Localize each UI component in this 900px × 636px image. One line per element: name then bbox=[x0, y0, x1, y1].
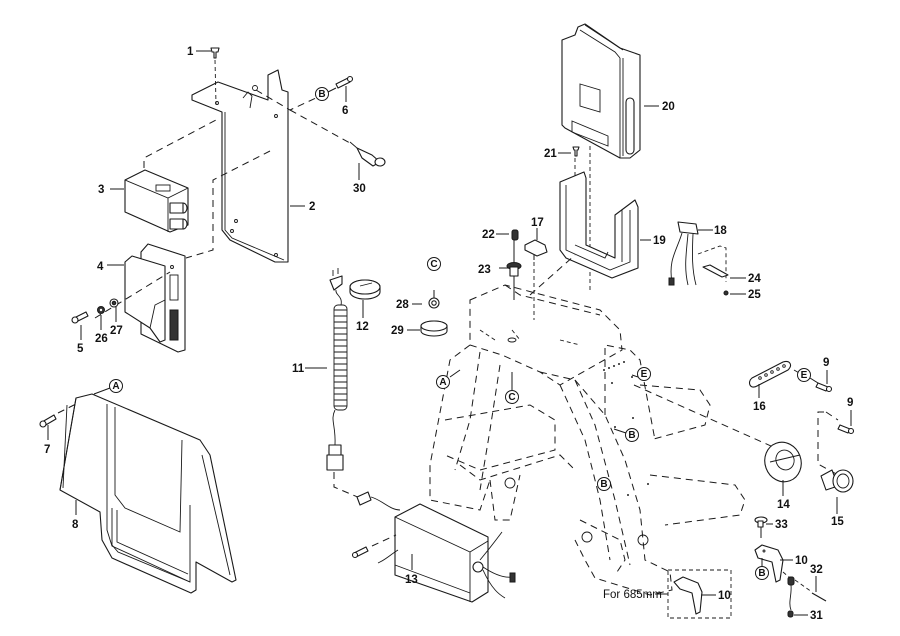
part-12-cap bbox=[349, 279, 381, 300]
part-9-screw-upper bbox=[815, 382, 833, 393]
label-part-6: 6 bbox=[342, 105, 348, 117]
label-part-22: 22 bbox=[482, 229, 495, 241]
part-1-screw bbox=[210, 47, 220, 105]
label-part-33: 33 bbox=[775, 519, 788, 531]
part-32-pin bbox=[811, 592, 827, 602]
callout-c-eyebolt: C bbox=[427, 257, 441, 271]
label-part-13: 13 bbox=[405, 574, 418, 586]
label-part-10-variant: 10 bbox=[718, 590, 731, 602]
svg-text:B: B bbox=[758, 568, 765, 579]
label-part-8: 8 bbox=[72, 519, 79, 531]
callout-b-bracket: B bbox=[755, 558, 769, 580]
callout-a-cover: A bbox=[93, 379, 123, 395]
part-7-screw bbox=[39, 414, 57, 428]
label-part-32: 32 bbox=[810, 564, 823, 576]
label-part-25: 25 bbox=[748, 289, 761, 301]
label-part-19: 19 bbox=[653, 235, 666, 247]
part-6-screw bbox=[335, 75, 354, 89]
part-19-cradle bbox=[559, 171, 639, 279]
label-part-5: 5 bbox=[77, 343, 84, 355]
svg-text:B: B bbox=[318, 89, 325, 100]
svg-text:B: B bbox=[628, 430, 635, 441]
leader-lines bbox=[47, 50, 852, 616]
label-part-12: 12 bbox=[356, 321, 369, 333]
part-24-plate bbox=[702, 264, 729, 278]
label-part-29: 29 bbox=[391, 325, 404, 337]
frame-hole-pattern bbox=[603, 361, 649, 496]
reference-callouts: B A A C C E E bbox=[93, 87, 819, 580]
label-part-11: 11 bbox=[292, 363, 305, 375]
label-part-30: 30 bbox=[353, 183, 366, 195]
part-23-bushing bbox=[506, 262, 522, 277]
variant-note-685mm: For 685mm bbox=[603, 589, 662, 601]
callout-b-frame-upper: B bbox=[613, 428, 639, 442]
callout-e-plate: E bbox=[793, 368, 819, 384]
label-part-27: 27 bbox=[110, 325, 123, 337]
part-31-sensor-cable bbox=[782, 571, 795, 618]
part-28-eyebolt bbox=[428, 290, 440, 309]
main-frame-outline bbox=[429, 284, 746, 596]
label-part-7: 7 bbox=[44, 444, 50, 456]
label-part-17: 17 bbox=[531, 217, 544, 229]
label-part-31: 31 bbox=[810, 610, 823, 622]
part-5-screw bbox=[71, 311, 89, 324]
label-part-15: 15 bbox=[831, 516, 844, 528]
part-30-sensor bbox=[349, 141, 386, 167]
label-part-16: 16 bbox=[753, 401, 766, 413]
part-8-side-cover bbox=[59, 393, 237, 594]
label-part-20: 20 bbox=[662, 101, 675, 113]
part-9-screw-lower bbox=[837, 424, 855, 435]
svg-text:C: C bbox=[430, 259, 437, 270]
svg-text:B: B bbox=[600, 479, 607, 490]
part-4-handle-unit bbox=[124, 243, 186, 353]
label-part-2: 2 bbox=[309, 201, 315, 213]
part-11-coiled-cord bbox=[326, 268, 348, 471]
part-2-bracket-plate bbox=[191, 69, 289, 263]
part-16-plate bbox=[748, 361, 792, 388]
callout-b-frame-lower: B bbox=[597, 477, 611, 491]
part-18-harness bbox=[668, 221, 699, 286]
label-part-10-main: 10 bbox=[795, 555, 808, 567]
callout-a-frame: A bbox=[436, 369, 461, 389]
part-26-washer bbox=[97, 306, 105, 314]
part-10-bracket bbox=[754, 544, 784, 583]
part-20-battery bbox=[561, 23, 641, 159]
label-part-28: 28 bbox=[396, 299, 409, 311]
label-part-24: 24 bbox=[748, 273, 761, 285]
label-part-14: 14 bbox=[777, 499, 790, 511]
part-25-screw bbox=[723, 290, 729, 296]
part-17-clip bbox=[524, 239, 548, 260]
part-number-labels: 1 2 3 4 5 26 27 6 30 7 8 11 12 13 28 29 … bbox=[44, 46, 853, 622]
callout-c-frame: C bbox=[505, 372, 519, 404]
svg-text:C: C bbox=[508, 392, 515, 403]
part-13-charger bbox=[351, 491, 516, 603]
label-part-23: 23 bbox=[478, 264, 491, 276]
label-part-18: 18 bbox=[714, 225, 727, 237]
svg-text:A: A bbox=[112, 381, 119, 392]
label-part-26: 26 bbox=[95, 333, 108, 345]
label-part-21: 21 bbox=[544, 148, 557, 160]
part-15-button bbox=[820, 469, 854, 493]
label-part-1: 1 bbox=[187, 46, 194, 58]
label-part-9-upper: 9 bbox=[823, 357, 829, 369]
svg-text:E: E bbox=[801, 370, 808, 381]
part-22-fastener bbox=[511, 229, 519, 241]
callout-e-frame: E bbox=[631, 367, 651, 381]
svg-text:E: E bbox=[641, 369, 648, 380]
part-27-washer bbox=[109, 298, 119, 308]
label-part-3: 3 bbox=[98, 184, 104, 196]
callout-b-part6: B bbox=[315, 87, 337, 101]
part-3-block bbox=[124, 169, 189, 233]
label-part-9-lower: 9 bbox=[847, 397, 853, 409]
part-29-disc bbox=[420, 320, 448, 337]
part-21-screw bbox=[572, 146, 580, 157]
label-part-4: 4 bbox=[97, 261, 104, 273]
svg-text:A: A bbox=[439, 377, 446, 388]
part-33-plug bbox=[754, 516, 768, 538]
part-14-ring bbox=[764, 441, 802, 483]
